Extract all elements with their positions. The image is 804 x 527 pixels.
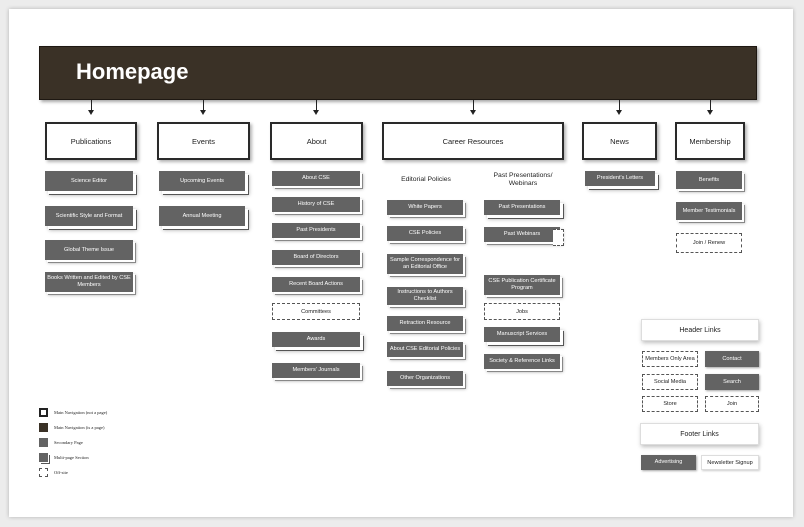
offsite-marker bbox=[553, 229, 564, 246]
editorial-policies-heading: Editorial Policies bbox=[401, 176, 451, 183]
nav-news[interactable]: News bbox=[582, 122, 657, 160]
link-store[interactable]: Store bbox=[642, 396, 698, 412]
nav-career-resources[interactable]: Career Resources bbox=[382, 122, 564, 160]
page-board-of-directors[interactable]: Board of Directors bbox=[272, 250, 360, 265]
page-past-webinars[interactable]: Past Webinars bbox=[484, 227, 560, 242]
legend-label: Main Navigation (is a page) bbox=[54, 425, 105, 430]
connector bbox=[316, 100, 317, 112]
connector bbox=[473, 100, 474, 112]
page-books-by-members[interactable]: Books Written and Edited by CSE Members bbox=[45, 272, 133, 292]
link-contact[interactable]: Contact bbox=[705, 351, 759, 367]
page-about-editorial-policies[interactable]: About CSE Editorial Policies bbox=[387, 342, 463, 357]
page-committees[interactable]: Committees bbox=[272, 303, 360, 320]
page-instructions-checklist[interactable]: Instructions to Authors Checklist bbox=[387, 287, 463, 305]
page-sample-correspondence[interactable]: Sample Correspondence for an Editorial O… bbox=[387, 254, 463, 274]
header-links-title: Header Links bbox=[641, 319, 759, 341]
homepage-banner: Homepage bbox=[39, 46, 757, 100]
link-members-only-area[interactable]: Members Only Area bbox=[642, 351, 698, 367]
page-members-journals[interactable]: Members' Journals bbox=[272, 363, 360, 378]
legend-label: Main Navigation (not a page) bbox=[54, 410, 108, 415]
legend-swatch-off-site bbox=[39, 468, 48, 477]
arrow-down-icon bbox=[470, 110, 476, 115]
nav-publications[interactable]: Publications bbox=[45, 122, 137, 160]
link-join[interactable]: Join bbox=[705, 396, 759, 412]
page-society-reference-links[interactable]: Society & Reference Links bbox=[484, 354, 560, 369]
connector bbox=[619, 100, 620, 112]
page-about-cse[interactable]: About CSE bbox=[272, 171, 360, 186]
page-history-of-cse[interactable]: History of CSE bbox=[272, 197, 360, 212]
nav-events[interactable]: Events bbox=[157, 122, 250, 160]
page-past-presentations[interactable]: Past Presentations bbox=[484, 200, 560, 215]
page-cse-policies[interactable]: CSE Policies bbox=[387, 226, 463, 241]
arrow-down-icon bbox=[707, 110, 713, 115]
homepage-title: Homepage bbox=[76, 59, 189, 84]
page-scientific-style-format[interactable]: Scientific Style and Format bbox=[45, 206, 133, 226]
connector bbox=[91, 100, 92, 112]
legend-label: Multi-page Section bbox=[54, 455, 89, 460]
legend-swatch-main-nav-not-page bbox=[39, 408, 48, 417]
page-presidents-letters[interactable]: President's Letters bbox=[585, 171, 655, 186]
legend-label: Off-site bbox=[54, 470, 68, 475]
nav-membership[interactable]: Membership bbox=[675, 122, 745, 160]
page-past-presidents[interactable]: Past Presidents bbox=[272, 223, 360, 238]
page-jobs[interactable]: Jobs bbox=[484, 303, 560, 320]
page-retraction-resource[interactable]: Retraction Resource bbox=[387, 316, 463, 331]
page-awards[interactable]: Awards bbox=[272, 332, 360, 347]
page-manuscript-services[interactable]: Manuscript Services bbox=[484, 327, 560, 342]
past-presentations-heading: Past Presentations/ Webinars bbox=[493, 172, 553, 188]
page-benefits[interactable]: Benefits bbox=[676, 171, 742, 189]
link-social-media[interactable]: Social Media bbox=[642, 374, 698, 390]
legend-swatch-multi-page bbox=[39, 453, 48, 462]
arrow-down-icon bbox=[313, 110, 319, 115]
arrow-down-icon bbox=[88, 110, 94, 115]
page-join-renew[interactable]: Join / Renew bbox=[676, 233, 742, 253]
legend-swatch-secondary-page bbox=[39, 438, 48, 447]
page-recent-board-actions[interactable]: Recent Board Actions bbox=[272, 277, 360, 292]
connector bbox=[710, 100, 711, 112]
link-newsletter-signup[interactable]: Newsletter Signup bbox=[701, 455, 759, 470]
page-annual-meeting[interactable]: Annual Meeting bbox=[159, 206, 245, 226]
footer-links-title: Footer Links bbox=[640, 423, 759, 445]
nav-about[interactable]: About bbox=[270, 122, 363, 160]
page-science-editor[interactable]: Science Editor bbox=[45, 171, 133, 191]
legend-swatch-main-nav-page bbox=[39, 423, 48, 432]
page-member-testimonials[interactable]: Member Testimonials bbox=[676, 202, 742, 220]
page-white-papers[interactable]: White Papers bbox=[387, 200, 463, 215]
page-global-theme-issue[interactable]: Global Theme Issue bbox=[45, 240, 133, 260]
page-upcoming-events[interactable]: Upcoming Events bbox=[159, 171, 245, 191]
page-other-organizations[interactable]: Other Organizations bbox=[387, 371, 463, 386]
page-certificate-program[interactable]: CSE Publication Certificate Program bbox=[484, 275, 560, 295]
connector bbox=[203, 100, 204, 112]
link-search[interactable]: Search bbox=[705, 374, 759, 390]
legend-label: Secondary Page bbox=[54, 440, 83, 445]
arrow-down-icon bbox=[616, 110, 622, 115]
link-advertising[interactable]: Advertising bbox=[641, 455, 696, 470]
arrow-down-icon bbox=[200, 110, 206, 115]
